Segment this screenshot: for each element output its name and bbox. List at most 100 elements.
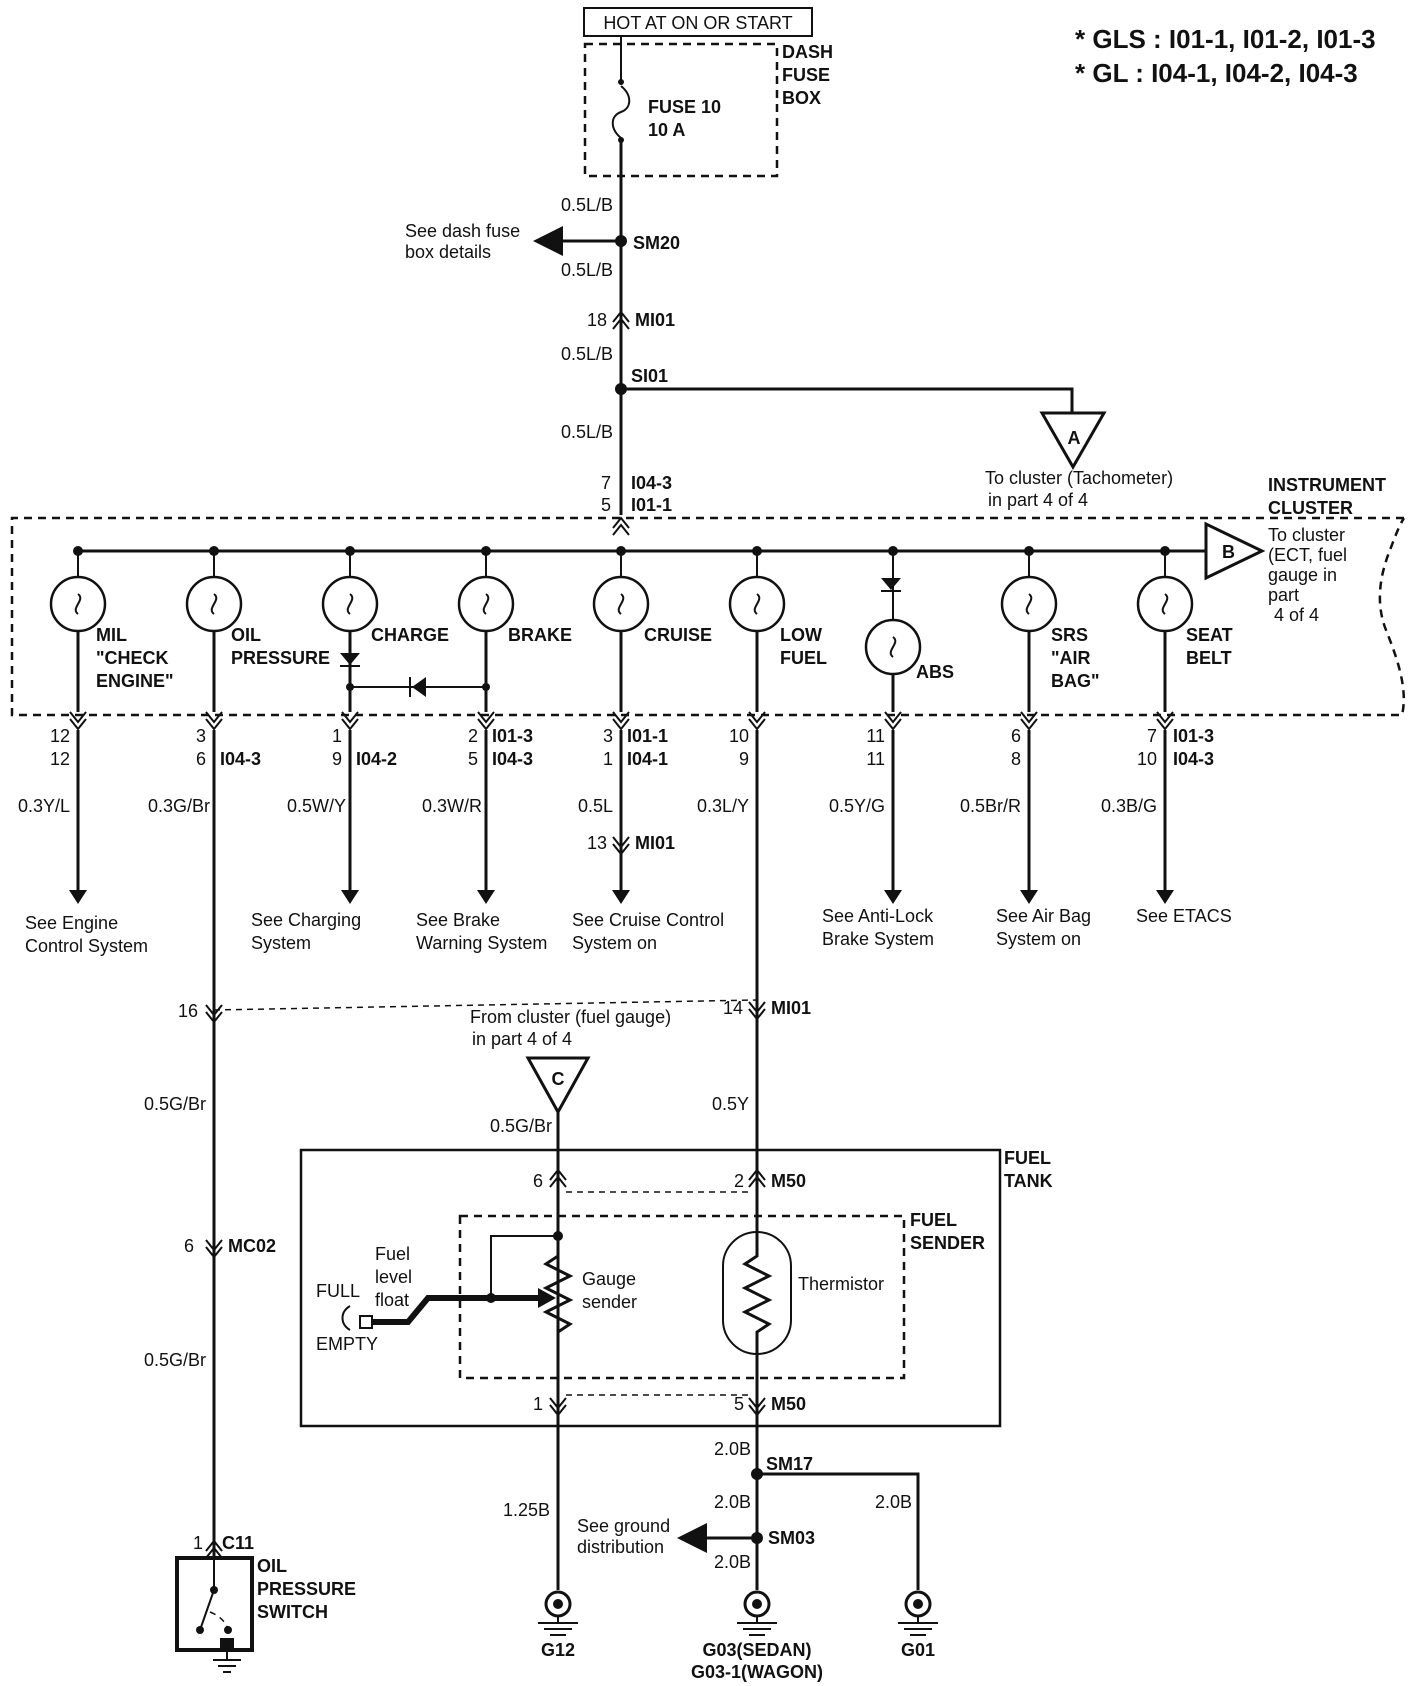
offpage-a-letter: A [1068, 428, 1081, 448]
conn-label-cruise-a: I01-1 [627, 726, 668, 746]
ground-g01-label: G01 [901, 1640, 935, 1660]
conn-label-seat-a: I01-3 [1173, 726, 1214, 746]
wire-label-g01: 2.0B [875, 1492, 912, 1512]
see-airbag-2: System on [996, 929, 1081, 949]
wire-label-sm17-above: 2.0B [714, 1439, 751, 1459]
oil-switch-ground-icon [213, 1638, 241, 1673]
wire-label-sm03-below: 2.0B [714, 1552, 751, 1572]
offpage-b-text-2: (ECT, fuel [1268, 545, 1347, 565]
splice-sm03-label: SM03 [768, 1528, 815, 1548]
pin-label-oil-b: 6 [196, 749, 206, 769]
fuel-sender-label-2: SENDER [910, 1233, 985, 1253]
lamp-seat-belt-label-2: BELT [1186, 648, 1232, 668]
oil-switch-travel [209, 1611, 229, 1631]
wire-label-feed-3: 0.5L/B [561, 344, 613, 364]
legend-gls: * GLS : I01-1, I01-2, I01-3 [1075, 24, 1376, 54]
see-dash-fuse-text-2: box details [405, 242, 491, 262]
arrow-abs-icon [884, 890, 902, 904]
wire-label-srs: 0.5Br/R [960, 796, 1021, 816]
lamp-srs-label-3: BAG" [1051, 671, 1100, 691]
oil-mi01-connector-symbol [205, 1004, 223, 1024]
offpage-connector-b [1204, 521, 1266, 581]
wire-label-g12: 1.25B [503, 1500, 550, 1520]
connector-seat-belt-symbol [1156, 711, 1174, 731]
pin-label-oil-a: 3 [196, 726, 206, 746]
connector-cluster-feed-symbol [612, 516, 630, 536]
dash-fuse-box-label-1: DASH [782, 42, 833, 62]
pin-label-srs-a: 6 [1011, 726, 1021, 746]
connector-mi01-pin: 18 [587, 310, 607, 330]
see-ground-text-2: distribution [577, 1537, 664, 1557]
cruise-mi01-label: MI01 [635, 833, 675, 853]
m50-bottom-pin-5: 5 [734, 1394, 744, 1414]
pin-label-mil-a: 12 [50, 726, 70, 746]
see-ground-text-1: See ground [577, 1516, 670, 1536]
connector-brake-symbol [477, 711, 495, 731]
see-charging-1: See Charging [251, 910, 361, 930]
oil-switch-label-3: SWITCH [257, 1602, 328, 1622]
ground-g03-icon [737, 1590, 777, 1636]
arrow-mil-icon [69, 890, 87, 904]
connector-i01-1-label: I01-1 [631, 495, 672, 515]
float-icon [359, 1315, 373, 1329]
c11-connector-symbol [205, 1539, 223, 1559]
fuel-tank-label-2: TANK [1004, 1171, 1053, 1191]
conn-label-cruise-b: I04-1 [627, 749, 668, 769]
offpage-connector-c [525, 1056, 591, 1116]
hot-at-on-box [583, 7, 813, 37]
lamp-mil-label-1: MIL [96, 625, 127, 645]
lamp-oil-pressure-filament [210, 593, 218, 615]
connector-i01-1-pin: 5 [601, 495, 611, 515]
connector-oil-pressure-symbol [205, 711, 223, 731]
connector-srs-symbol [1020, 711, 1038, 731]
see-engine-2: Control System [25, 936, 148, 956]
float-travel-icon [341, 1305, 351, 1331]
pin-label-cruise-a: 3 [603, 726, 613, 746]
lamp-brake-filament [482, 593, 490, 615]
arrow-seat-belt-icon [1156, 890, 1174, 904]
lamp-srs-label-2: "AIR [1051, 648, 1091, 668]
low-fuel-mi01-pin: 14 [723, 998, 743, 1018]
fuel-sender-outline [458, 1214, 906, 1380]
offpage-b-letter: B [1222, 542, 1235, 562]
float-label-3: float [375, 1290, 409, 1310]
offpage-a-text-2: in part 4 of 4 [988, 490, 1088, 510]
instrument-cluster-label-2: CLUSTER [1268, 498, 1353, 518]
mc02-label: MC02 [228, 1236, 276, 1256]
c11-pin: 1 [193, 1533, 203, 1553]
pin-label-abs-a: 11 [866, 726, 885, 746]
wire-label-seat: 0.3B/G [1101, 796, 1157, 816]
low-fuel-mi01-label: MI01 [771, 998, 811, 1018]
m50-bottom-connector-thermistor [748, 1397, 766, 1417]
ground-g03-label: G03(SEDAN) [702, 1640, 811, 1660]
see-abs-1: See Anti-Lock [822, 906, 934, 926]
float-arm [373, 1295, 538, 1325]
from-cluster-text-2: in part 4 of 4 [472, 1029, 572, 1049]
fuel-sender-label-1: FUEL [910, 1210, 957, 1230]
mc02-pin: 6 [184, 1236, 194, 1256]
lamp-abs-label: ABS [916, 662, 954, 682]
c11-label: C11 [222, 1533, 254, 1553]
instrument-cluster-label-1: INSTRUMENT [1268, 475, 1386, 495]
m50-top-pin-6: 6 [533, 1171, 543, 1191]
conn-label-charge: I04-2 [356, 749, 397, 769]
oil-switch-label-2: PRESSURE [257, 1579, 356, 1599]
wire-label-feed-4: 0.5L/B [561, 422, 613, 442]
lamp-cruise-filament [617, 593, 625, 615]
m50-bottom-label: M50 [771, 1394, 806, 1414]
see-brake-1: See Brake [416, 910, 500, 930]
gauge-sender-resistor [542, 1236, 574, 1450]
wire-label-sm17-below: 2.0B [714, 1492, 751, 1512]
offpage-a-text-1: To cluster (Tachometer) [985, 468, 1173, 488]
lamp-low-fuel-label-1: LOW [780, 625, 822, 645]
charge-diode-icon [340, 653, 360, 665]
connector-i04-3-pin: 7 [601, 473, 611, 493]
see-dash-fuse-text-1: See dash fuse [405, 221, 520, 241]
lamp-seat-belt-filament [1161, 593, 1169, 615]
fuel-tank-label-1: FUEL [1004, 1148, 1051, 1168]
see-cruise-2: System on [572, 933, 657, 953]
offpage-connector-a [1039, 411, 1107, 471]
lamp-mil-label-3: ENGINE" [96, 671, 174, 691]
connector-mil-symbol [69, 711, 87, 731]
